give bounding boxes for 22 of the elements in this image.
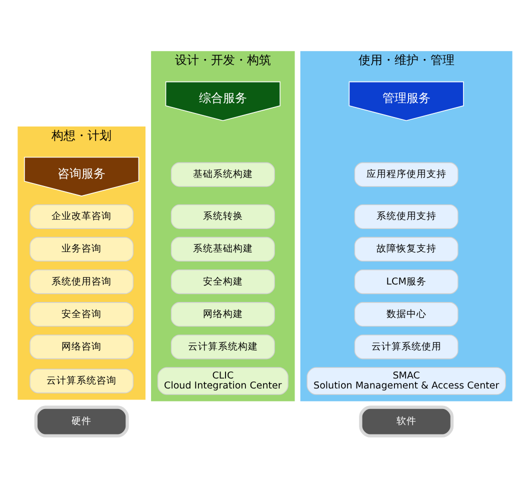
node-box: 安全咨询 [30, 302, 134, 326]
node-box: 软件 [359, 405, 454, 437]
node-box: CLIC Cloud Integration Center [157, 366, 288, 394]
node-box: 系统转换 [170, 204, 275, 228]
node-box: SMAC Solution Management & Access Center [306, 366, 506, 394]
node-box: 系统使用咨询 [30, 268, 134, 294]
node-box: 基础系统构建 [170, 162, 275, 186]
node-box: LCM服务 [354, 268, 458, 294]
node-box: 企业改革咨询 [30, 204, 134, 228]
node-box: 故障恢复支持 [354, 236, 458, 262]
node-box: 网络构建 [170, 302, 275, 326]
node-box: 数据中心 [354, 302, 458, 326]
node-box: 网络咨询 [30, 334, 134, 359]
node-box: 硬件 [34, 405, 129, 437]
node-box: 安全构建 [170, 268, 275, 294]
node-box: 应用程序使用支持 [354, 162, 458, 186]
node-box: 业务咨询 [30, 236, 134, 262]
node-box: 云计算系统构建 [170, 334, 275, 359]
node-box: 云计算系统使用 [354, 334, 458, 359]
node-box: 系统基础构建 [170, 236, 275, 262]
node-box: 云计算系统咨询 [30, 368, 134, 393]
node-box: 系统使用支持 [354, 204, 458, 228]
